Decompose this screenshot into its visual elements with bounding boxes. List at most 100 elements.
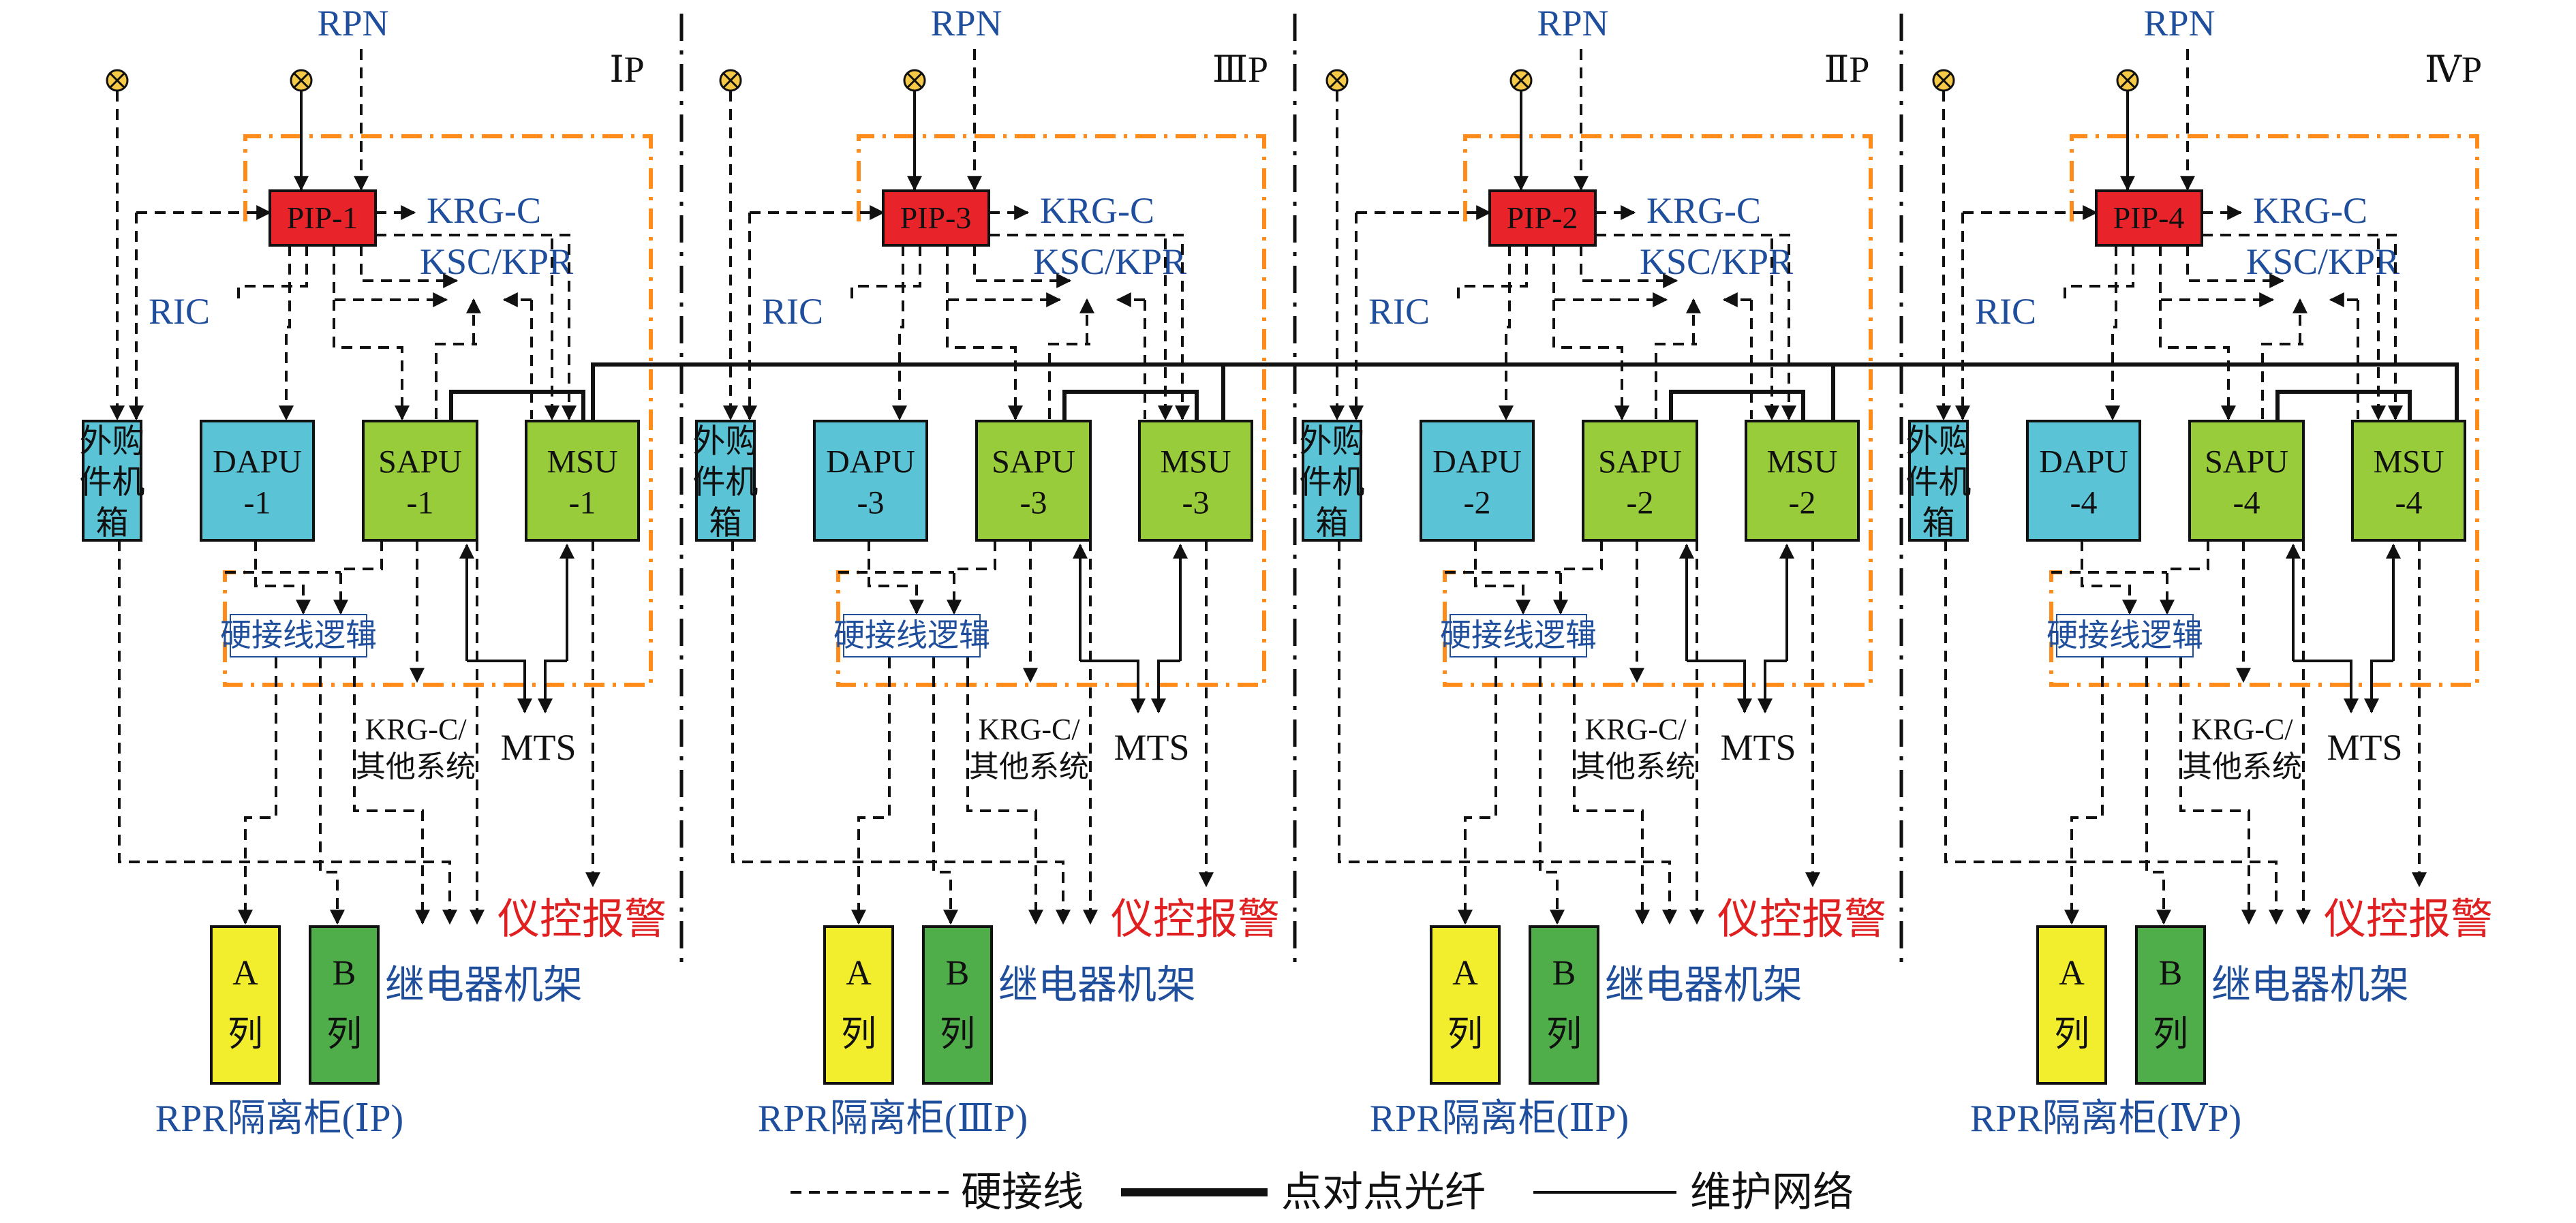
hardwire-line xyxy=(254,540,311,615)
relay-rack-label: 继电器机架 xyxy=(998,963,1196,1007)
mts-link xyxy=(1687,660,1752,714)
sensor-lamp-icon xyxy=(290,69,313,92)
dapu-box-text: -3 xyxy=(857,485,885,521)
ksc-kpr-label: KSC/KPR xyxy=(1033,241,1186,282)
pip-box: PIP-4 xyxy=(2095,189,2203,247)
msu-box-text: MSU xyxy=(2373,444,2444,480)
hardwire-logic-box: 硬接线逻辑 xyxy=(2046,614,2203,657)
column-b-label: 列 xyxy=(940,1015,975,1054)
column-a-box: A列 xyxy=(823,925,894,1085)
network-backbone xyxy=(591,362,2459,421)
dapu-box: DAPU-3 xyxy=(813,420,928,542)
hardwire-line xyxy=(2186,245,2285,288)
relay-rack-label: 继电器机架 xyxy=(385,963,583,1007)
column-a-label: 列 xyxy=(841,1015,876,1054)
hardwire-line xyxy=(1338,540,1677,925)
msu-box: MSU-4 xyxy=(2351,420,2466,542)
alarm-label: 仪控报警 xyxy=(2324,897,2493,943)
ric-label: RIC xyxy=(149,291,210,332)
sensor-lamp-icon xyxy=(903,69,926,92)
dapu-box-text: DAPU xyxy=(1432,444,1522,480)
hardwire-logic-box: 硬接线逻辑 xyxy=(833,614,990,657)
dapu-box: DAPU-4 xyxy=(2026,420,2141,542)
dapu-box-text: DAPU xyxy=(213,444,302,480)
dapu-box: DAPU-1 xyxy=(200,420,315,542)
hardwire-line xyxy=(1539,657,1565,925)
hardwire-line xyxy=(333,540,383,615)
msu-box: MSU-3 xyxy=(1138,420,1253,542)
division-label: ⅣP xyxy=(2425,49,2482,90)
hardwire-line xyxy=(279,245,294,421)
column-b-label: B xyxy=(946,954,970,993)
legend-hardwire-label: 硬接线 xyxy=(961,1170,1084,1215)
column-b-box: B列 xyxy=(2135,925,2206,1085)
column-b-box: B列 xyxy=(309,925,380,1085)
hardwire-line xyxy=(946,245,1062,307)
sapu-box-text: SAPU xyxy=(2205,444,2288,480)
hardwire-line xyxy=(333,245,448,307)
hardwire-line xyxy=(2261,343,2303,419)
mts-label: MTS xyxy=(2327,727,2402,768)
hardwire-line xyxy=(1655,343,1697,419)
hardwire-line xyxy=(1458,657,1497,925)
rpr-cabinet-label: RPR隔离柜(ⅢP) xyxy=(758,1098,1028,1140)
column-a-box: A列 xyxy=(2036,925,2107,1085)
hardwire-line xyxy=(2202,234,2403,421)
column-b-label: B xyxy=(1552,954,1576,993)
hardwire-line xyxy=(851,657,891,925)
hardwire-line xyxy=(238,657,277,925)
ric-label: RIC xyxy=(762,291,823,332)
hardwire-line xyxy=(1552,245,1668,307)
pip-box: PIP-2 xyxy=(1488,189,1597,247)
ric-label: RIC xyxy=(1975,291,2036,332)
column-a-label: A xyxy=(846,954,872,993)
sapu-box-text: -4 xyxy=(2233,485,2260,521)
hardwire-logic-label: 硬接线逻辑 xyxy=(220,618,377,653)
dapu-box: DAPU-2 xyxy=(1420,420,1535,542)
division-label: ⅡP xyxy=(1824,49,1870,90)
column-b-label: B xyxy=(2159,954,2183,993)
rpr-cabinet-label: RPR隔离柜(ⅡP) xyxy=(1370,1098,1629,1140)
pip-box: PIP-3 xyxy=(882,189,990,247)
external-cabinet-box-text: 箱 xyxy=(95,506,128,542)
relay-rack-label: 继电器机架 xyxy=(2211,963,2409,1007)
hardwire-line xyxy=(237,245,308,303)
mts-label: MTS xyxy=(1114,727,1189,768)
hardwire-line xyxy=(2159,245,2275,307)
hardwire-line xyxy=(947,540,996,615)
hardwire-logic-box: 硬接线逻辑 xyxy=(220,614,377,657)
fiber-link xyxy=(2275,390,2412,421)
ksc-kpr-label: KSC/KPR xyxy=(2246,241,2399,282)
rpr-cabinet-label: RPR隔离柜(ⅠP) xyxy=(155,1098,403,1140)
other-system-label: 其他系统 xyxy=(2182,750,2302,784)
hardwire-line xyxy=(360,245,459,288)
mts-link xyxy=(538,660,567,714)
sapu-box: SAPU-3 xyxy=(975,420,1092,542)
mts-link xyxy=(2364,660,2393,714)
ksc-kpr-label: KSC/KPR xyxy=(420,241,573,282)
hardwire-logic-box: 硬接线逻辑 xyxy=(1440,614,1597,657)
fiber-link xyxy=(449,390,585,421)
mts-link xyxy=(467,660,532,714)
hardwire-line xyxy=(1048,343,1090,419)
hardwire-line xyxy=(2064,245,2134,303)
mts-label: MTS xyxy=(1720,727,1796,768)
hardwire-line xyxy=(1552,300,1629,421)
legend: 硬接线点对点光纤维护网络 xyxy=(791,1170,1854,1215)
external-cabinet-box-text: 箱 xyxy=(1922,506,1954,542)
rpr-cabinet-label: RPR隔离柜(ⅣP) xyxy=(1970,1098,2241,1140)
pip-label: PIP-3 xyxy=(900,200,972,235)
msu-box-text: MSU xyxy=(1766,444,1837,480)
hardwire-line xyxy=(2105,245,2120,421)
external-cabinet-box-text: 件机 xyxy=(1299,465,1364,501)
pip-label: PIP-1 xyxy=(287,200,358,235)
external-cabinet-box-text: 件机 xyxy=(692,465,758,501)
mts-link xyxy=(1080,660,1146,714)
hardwire-line xyxy=(973,245,1072,288)
ksc-kpr-label: KSC/KPR xyxy=(1640,241,1793,282)
dapu-box-text: DAPU xyxy=(2039,444,2128,480)
